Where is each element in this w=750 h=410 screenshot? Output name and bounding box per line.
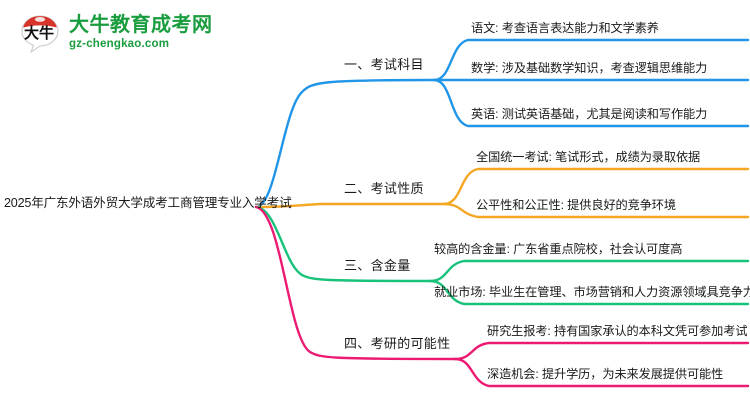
- branch-label-1[interactable]: 一、考试科目: [344, 57, 424, 72]
- site-logo[interactable]: 大牛 大牛教育成考网 gz-chengkao.com: [18, 8, 248, 58]
- leaf-node-4-1[interactable]: 研究生报考: 持有国家承认的本科文凭可参加考试: [487, 324, 748, 338]
- leaf-node-2-2[interactable]: 公平性和公正性: 提供良好的竞争环境: [476, 198, 676, 212]
- leaf-node-2-1[interactable]: 全国统一考试: 笔试形式，成绩为录取依据: [476, 150, 701, 164]
- leaf-node-1-1[interactable]: 语文: 考查语言表达能力和文学素养: [471, 21, 659, 35]
- logo-mark-text: 大牛: [24, 24, 54, 42]
- leaf-link-4-1: [453, 341, 750, 361]
- logo-title: 大牛教育成考网: [69, 14, 213, 37]
- logo-text-block: 大牛教育成考网 gz-chengkao.com: [69, 15, 213, 51]
- branch-label-2[interactable]: 二、考试性质: [344, 181, 424, 196]
- leaf-node-1-2[interactable]: 数学: 涉及基础数学知识，考查逻辑思维能力: [471, 61, 708, 75]
- leaf-node-4-2[interactable]: 深造机会: 提升学历，为未来发展提供可能性: [487, 367, 724, 381]
- leaf-link-3-1: [428, 259, 750, 283]
- leaf-node-1-3[interactable]: 英语: 测试英语基础，尤其是阅读和写作能力: [471, 107, 708, 121]
- leaf-node-3-2[interactable]: 就业市场: 毕业生在管理、市场营销和人力资源领域具竞争力: [434, 285, 750, 299]
- branch-label-3[interactable]: 三、含金量: [344, 258, 411, 273]
- leaf-node-3-1[interactable]: 较高的含金量: 广东省重点院校，社会认可度高: [434, 242, 683, 256]
- branch-label-4[interactable]: 四、考研的可能性: [344, 336, 451, 351]
- logo-mark-icon: 大牛: [18, 11, 62, 55]
- logo-subtitle: gz-chengkao.com: [69, 38, 170, 51]
- root-node-label[interactable]: 2025年广东外语外贸大学成考工商管理专业入学考试: [4, 196, 292, 210]
